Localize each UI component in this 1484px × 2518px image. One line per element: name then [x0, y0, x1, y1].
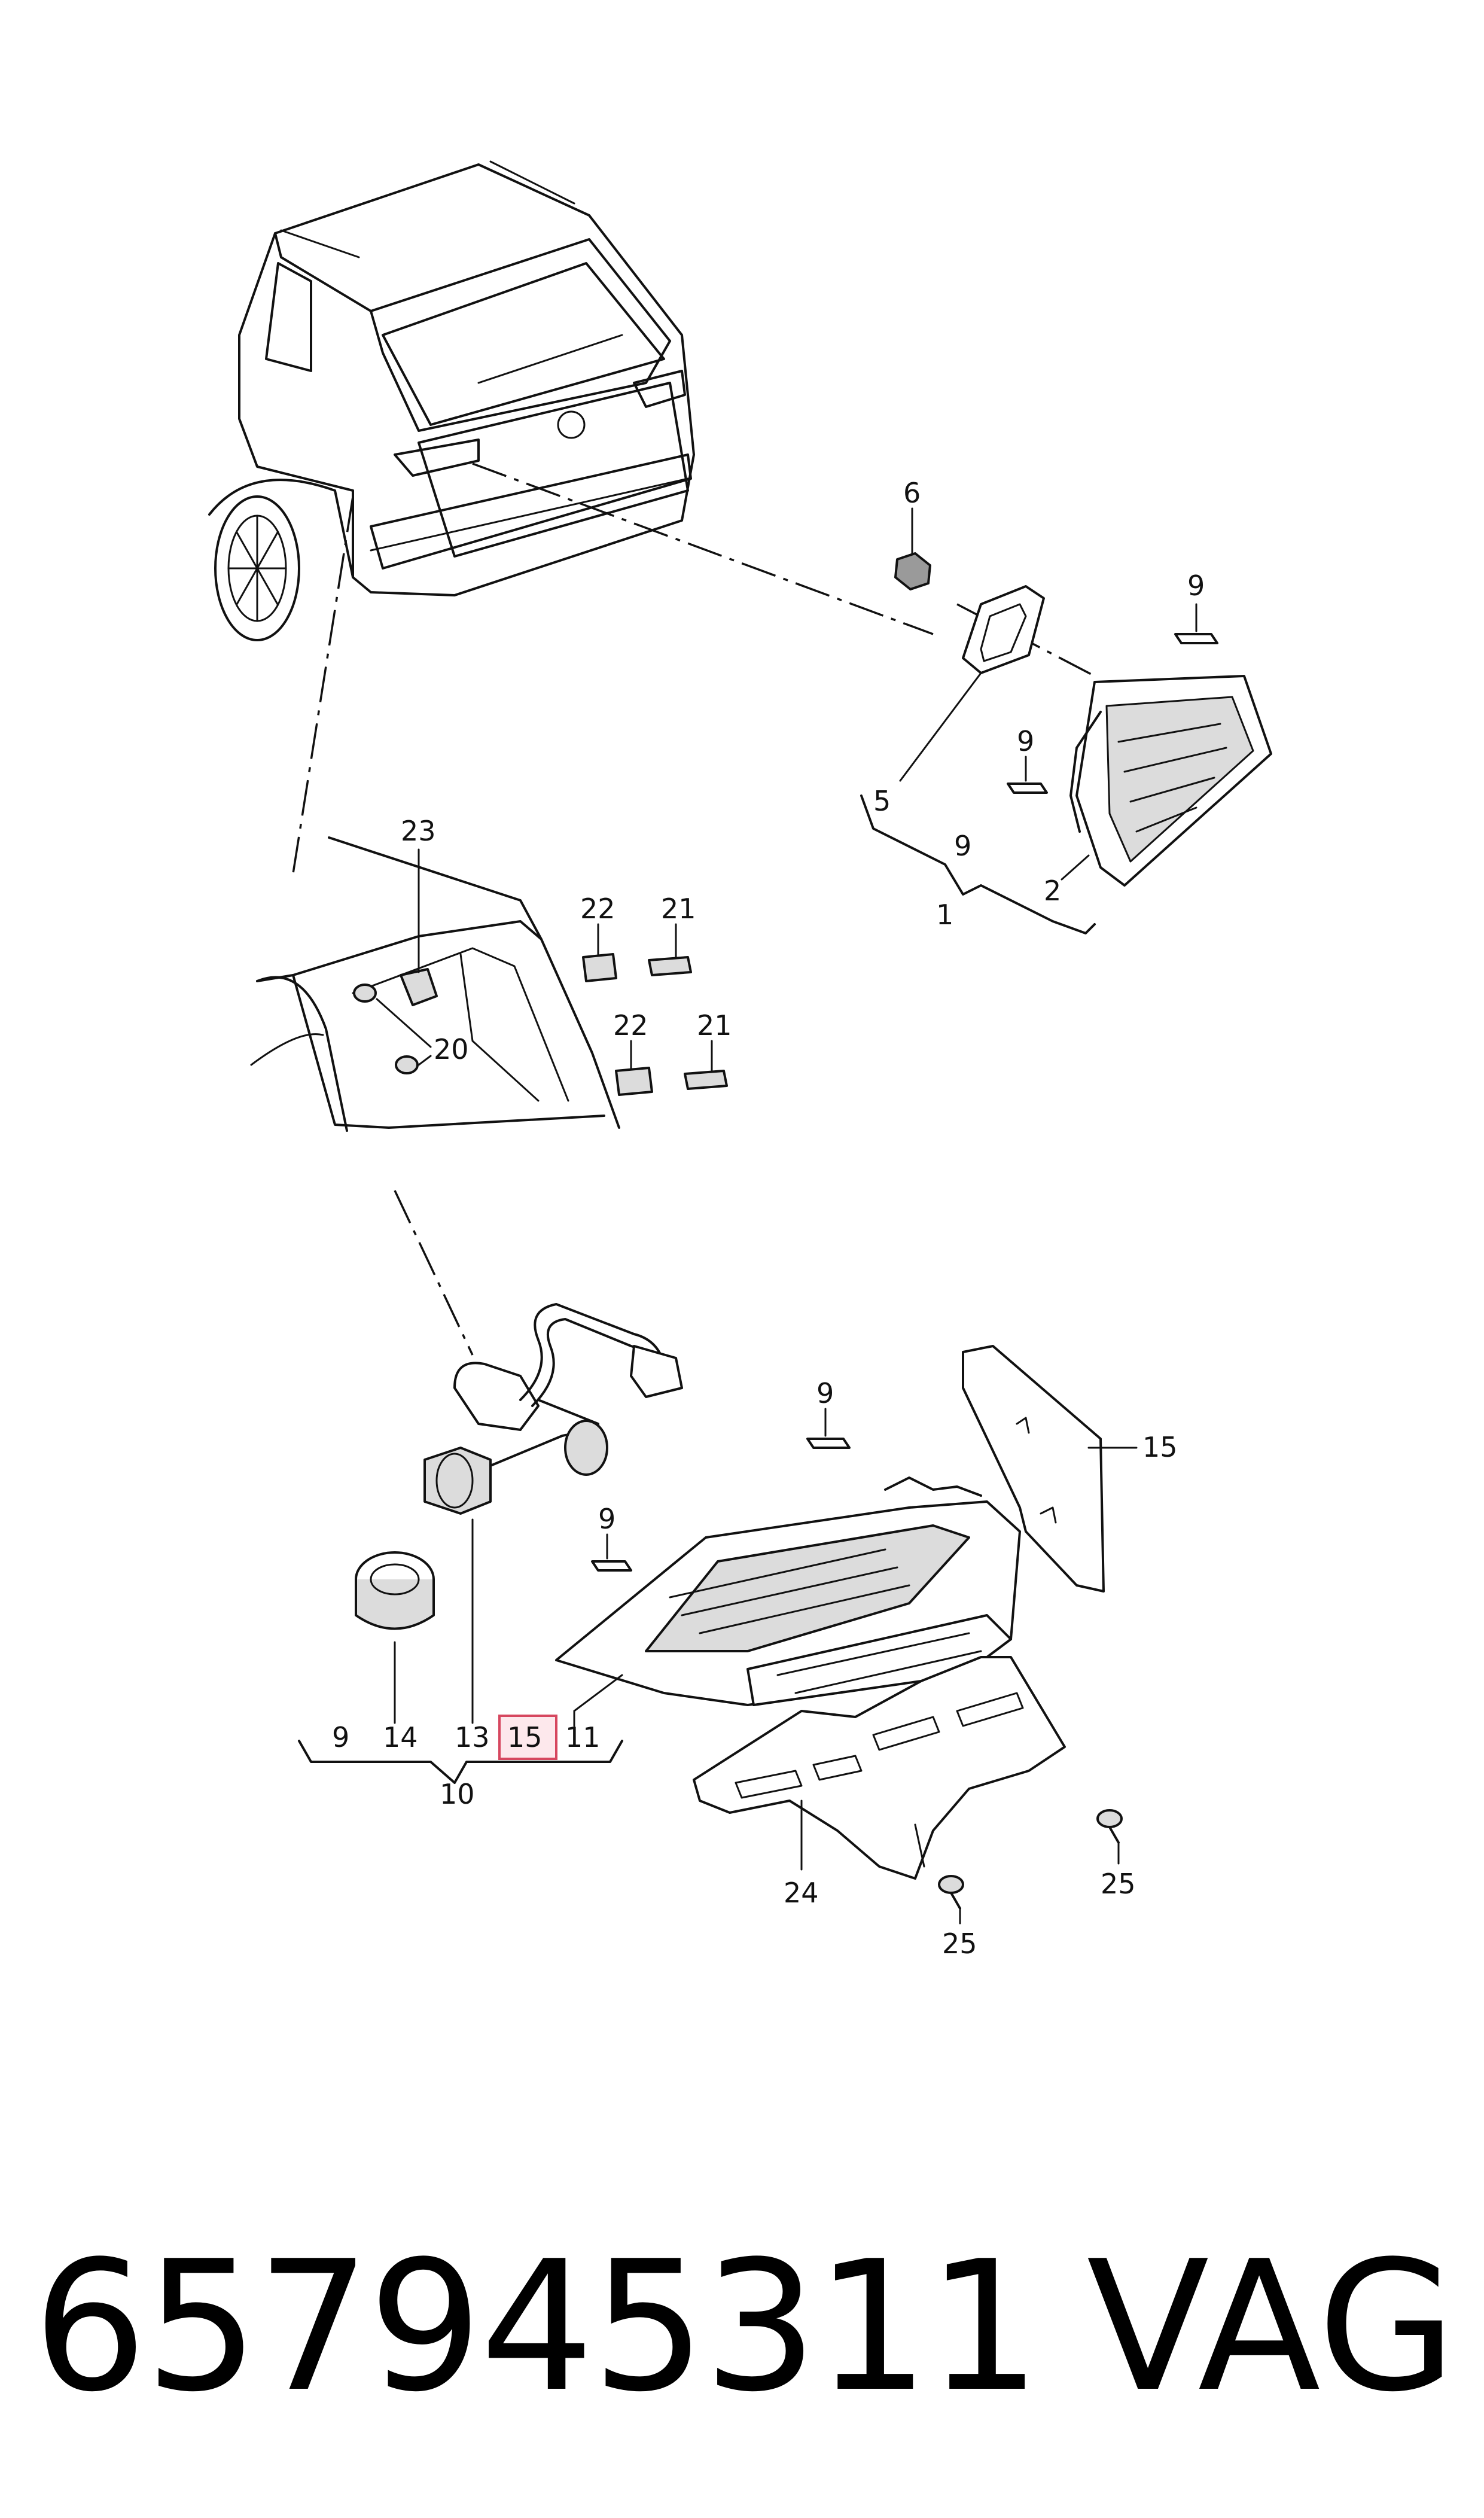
leader-line-upper-lamp [472, 462, 934, 635]
parts-diagram: 6 9 9 5 9 2 1 23 22 21 22 21 20 9 15 9 9… [208, 160, 1272, 1960]
callout-9: 9 [954, 830, 971, 862]
callout-25: 25 [942, 1928, 977, 1960]
callout-9: 9 [332, 1721, 349, 1753]
vehicle-rear-illustration [208, 160, 695, 641]
callout-6: 6 [903, 477, 921, 509]
brand-name: VAG [1086, 2222, 1456, 2431]
screws [938, 1809, 1123, 1925]
footer: 657945311 VAG [33, 2213, 1456, 2441]
callout-9: 9 [1187, 570, 1205, 602]
callout-14: 14 [383, 1721, 418, 1753]
outer-tail-lamp [555, 1408, 1021, 1727]
callout-21: 21 [697, 1009, 732, 1042]
leader-line-wiring [394, 1190, 474, 1356]
callout-1: 1 [936, 899, 953, 931]
outer-lamp-seal [962, 1345, 1138, 1593]
wiring-harness [423, 1303, 683, 1724]
highlight-box-15 [498, 1715, 557, 1760]
callout-15: 15 [1142, 1431, 1178, 1463]
callout-2: 2 [1044, 875, 1061, 907]
callout-11: 11 [565, 1721, 601, 1753]
callout-20: 20 [434, 1033, 469, 1065]
callout-10: 10 [440, 1778, 475, 1810]
callout-9: 9 [816, 1377, 834, 1409]
bulb-socket [355, 1551, 435, 1724]
callout-5: 5 [873, 785, 891, 817]
inner-tail-lamp-assembly [860, 507, 1272, 934]
callout-22: 22 [580, 893, 615, 925]
callout-25: 25 [1101, 1868, 1136, 1900]
callout-13: 13 [455, 1721, 490, 1753]
body-mounting-section [250, 836, 728, 1132]
callout-15-highlighted: 15 [507, 1721, 543, 1753]
callout-labels: 6 9 9 5 9 2 1 23 22 21 22 21 20 9 15 9 9… [332, 477, 1205, 1960]
callout-9: 9 [598, 1503, 615, 1535]
callout-22: 22 [613, 1009, 648, 1042]
callout-9: 9 [1017, 725, 1034, 757]
callout-23: 23 [401, 815, 436, 847]
leader-line-mounting [292, 496, 354, 874]
mounting-bracket [693, 1656, 1066, 1880]
bracket-10 [298, 1740, 623, 1784]
part-number: 657945311 [33, 2222, 1041, 2431]
callout-21: 21 [661, 893, 696, 925]
callout-24: 24 [784, 1877, 819, 1909]
